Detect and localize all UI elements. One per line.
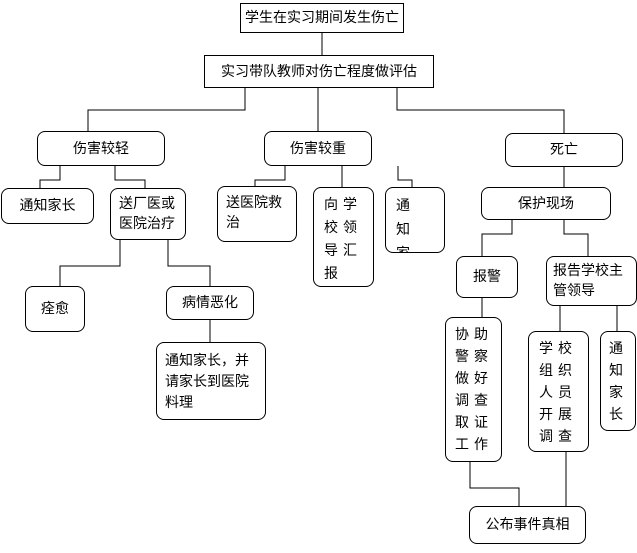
link-treatment-recovered: [59, 240, 121, 286]
node-worsened-action: 通知家长，并请家长到医院料理: [156, 342, 266, 420]
link-protect-school: [563, 220, 589, 256]
link-minor-treatment: [114, 166, 146, 188]
node-serious-injury: 伤害较重: [264, 131, 372, 166]
node-school-investigation: 学校组织人员开展调查: [528, 331, 589, 452]
node-minor-injury: 伤害较轻: [37, 131, 165, 166]
link-evaluate-death: [396, 88, 565, 133]
link-minor-notify: [39, 166, 61, 188]
link-assist-publish: [469, 462, 520, 506]
node-protect-scene: 保护现场: [481, 187, 611, 220]
node-death: 死亡: [505, 133, 623, 167]
link-serious-hospital: [254, 166, 286, 186]
link-serious-notify: [397, 166, 413, 187]
node-minor-treatment: 送厂医或医院治疗: [110, 188, 186, 240]
node-assist-police-investigation: 协助警察做好调查取证工作: [445, 317, 502, 462]
node-report-school-leader: 报告学校主管领导: [546, 256, 637, 306]
node-evaluate: 实习带队教师对伤亡程度做评估: [204, 55, 434, 88]
node-death-notify-parents: 通知家长: [600, 331, 636, 431]
node-serious-hospital: 送医院救治: [217, 186, 297, 242]
link-evaluate-minor: [87, 88, 246, 131]
node-publish-truth: 公布事件真相: [469, 506, 586, 544]
node-worsened: 病情恶化: [166, 286, 254, 320]
node-minor-notify-parents: 通知家长: [1, 188, 94, 224]
node-recovered: 痊愈: [25, 286, 85, 332]
node-call-police: 报警: [456, 256, 518, 298]
node-incident: 学生在实习期间发生伤亡: [240, 3, 404, 33]
node-serious-report-leader: 向学校领导汇报: [313, 187, 374, 287]
link-protect-police: [481, 220, 513, 256]
node-serious-notify-parents: 通知家长: [385, 187, 445, 253]
link-treatment-worsened: [167, 240, 211, 286]
